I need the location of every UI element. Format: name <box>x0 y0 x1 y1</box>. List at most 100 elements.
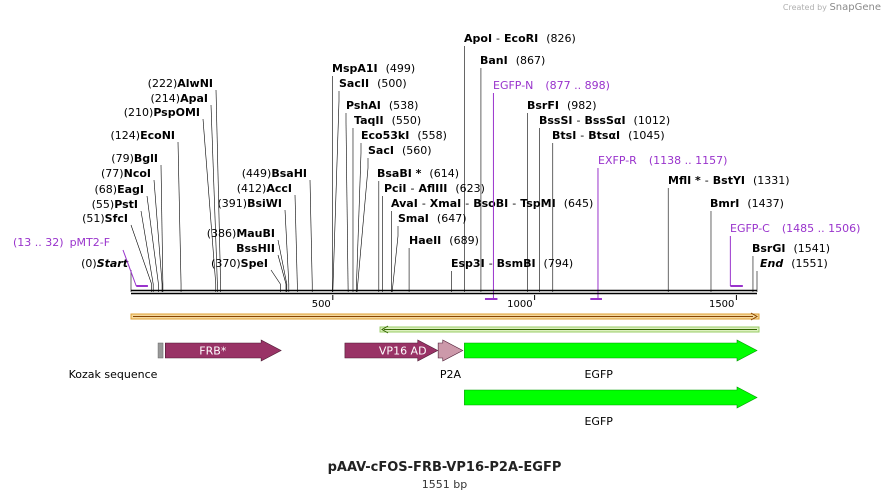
site-sfci-position: (51) <box>82 212 105 225</box>
site-end-label: End (1551) <box>760 257 828 270</box>
feature-vp16-ad: VP16 AD <box>344 339 439 362</box>
site-bani-name-0: BanI <box>480 54 508 67</box>
site-spei-position: (370) <box>211 257 241 270</box>
site-sfci-label: (51)SfcI <box>82 212 128 225</box>
site-eco53ki-position: (558) <box>417 129 447 142</box>
site-saci-label: SacI(560) <box>368 144 432 157</box>
site-pcii-afliii-label: PciI-AflIII(623) <box>384 182 485 195</box>
site-pshai-name-0: PshAI <box>346 99 381 112</box>
site-smai-label: SmaI(647) <box>398 212 467 225</box>
site-mfli-bstyi-label: MflI *-BstYI(1331) <box>668 174 790 187</box>
site-lines <box>130 46 758 293</box>
site-esp3i-bsmbi-position: (794) <box>544 257 574 270</box>
site-sacii: SacII(500) <box>339 77 407 90</box>
snapgene-logo-text: SnapGene <box>829 2 881 13</box>
site-maubi-label: (386)MauBI <box>207 227 275 240</box>
site-mspa1i: MspA1I(499) <box>332 62 415 75</box>
site-start-position: (0) <box>81 257 97 270</box>
site-apoi-ecori-label: ApoI-EcoRI(826) <box>464 32 576 45</box>
orf-reverse-arrowhead <box>381 325 389 334</box>
site-spei: (370)SpeI <box>211 257 268 270</box>
site-bsssi-bsss-i-label: BssSI-BssSαI(1012) <box>539 114 670 127</box>
site-eagi-leader <box>146 195 159 285</box>
feature-vp16-ad-label: VP16 AD <box>379 345 427 358</box>
site-pshai-label: PshAI (538) <box>346 99 418 112</box>
site-esp3i-bsmbi-label: Esp3I-BsmBI(794) <box>451 257 573 270</box>
site-pspomi-position: (210) <box>124 106 154 119</box>
feature-p2a-arrow <box>437 339 464 362</box>
site-avai-xmai-bsobi-tspmi-name-0: AvaI <box>391 197 418 210</box>
feature-frb: FRB* <box>165 339 282 362</box>
site-sacii-label: SacII(500) <box>339 77 407 90</box>
site-bsabi: BsaBI *(614) <box>377 167 459 180</box>
site-bsrgi-position: (1541) <box>793 242 830 255</box>
site-end-position: (1551) <box>791 257 828 270</box>
site-sacii-name-0: SacII <box>339 77 369 90</box>
site-taqii: TaqII(550) <box>354 114 421 127</box>
site-bsahi-leader <box>309 179 313 285</box>
feature-frb-arrow <box>165 339 282 362</box>
site-spei-label: (370)SpeI <box>211 257 268 270</box>
site-mfli-bstyi-position: (1331) <box>753 174 790 187</box>
site-bsiwi-label: (391)BsiWI <box>217 197 282 210</box>
site-alwni-position: (222) <box>148 77 178 90</box>
site-avai-xmai-bsobi-tspmi-label: AvaI-XmaI-BsoBI-TspMI(645) <box>391 197 593 210</box>
site-bsiwi-name: BsiWI <box>247 197 282 210</box>
site-ncoi-name: NcoI <box>124 167 151 180</box>
site-taqii-label: TaqII(550) <box>354 114 421 127</box>
site-ncoi-leader <box>153 179 163 285</box>
site-alwni-leader <box>215 89 221 285</box>
site-smai: SmaI(647) <box>398 212 467 225</box>
site-avai-xmai-bsobi-tspmi: AvaI-XmaI-BsoBI-TspMI(645) <box>391 197 593 210</box>
site-bsrfi-label: BsrFI(982) <box>527 99 597 112</box>
site-start-name: Start <box>97 257 129 270</box>
site-apai-leader <box>210 104 218 285</box>
site-bmri-label: BmrI(1437) <box>710 197 784 210</box>
site-apoi-ecori-position: (826) <box>546 32 576 45</box>
site-eagi: (68)EagI <box>95 183 145 196</box>
plasmid-length: 1551 bp <box>421 478 468 491</box>
site-pshai: PshAI (538) <box>346 99 418 112</box>
site-sacii-leader <box>332 100 340 293</box>
site-mfli-bstyi-name-1: BstYI <box>713 174 745 187</box>
site-apai-label: (214)ApaI <box>151 92 209 105</box>
site-bsrgi: BsrGI (1541) <box>752 242 830 255</box>
site-acci: (412)AccI <box>237 182 292 195</box>
site-haeii-name-0: HaeII <box>409 234 441 247</box>
site-bgli: (79)BglI <box>111 152 158 165</box>
site-pspomi: (210)PspOMI <box>124 106 200 119</box>
site-maubi: (386)MauBI <box>207 227 275 240</box>
site-bsabi-name-0: BsaBI * <box>377 167 422 180</box>
site-haeii: HaeII (689) <box>409 234 479 247</box>
orf-forward-arrowhead <box>750 312 758 321</box>
site-alwni-name: AlwNI <box>177 77 213 90</box>
site-bgli-label: (79)BglI <box>111 152 158 165</box>
primer-exfp-r: EXFP-R(1138 .. 1157) <box>590 154 727 300</box>
primer-pmt2-f-name: pMT2-F <box>70 236 111 249</box>
site-bsrgi-label: BsrGI (1541) <box>752 242 830 255</box>
site-btsi-bts-i-label: BtsI-BtsαI(1045) <box>552 129 665 142</box>
site-end-name-0: End <box>760 257 783 270</box>
site-ncoi-position: (77) <box>101 167 124 180</box>
site-mfli-bstyi-name-0: MflI * <box>668 174 701 187</box>
site-esp3i-bsmbi-name-0: Esp3I <box>451 257 485 270</box>
site-end: End (1551) <box>760 257 828 270</box>
feature-egfp-arrow <box>464 339 758 362</box>
site-acci-position: (412) <box>237 182 267 195</box>
site-bsrgi-name-0: BsrGI <box>752 242 785 255</box>
site-start-label: (0)Start <box>81 257 129 270</box>
site-pshai-position: (538) <box>389 99 419 112</box>
site-bsiwi: (391)BsiWI <box>217 197 282 210</box>
site-haeii-position: (689) <box>449 234 479 247</box>
feature-egfp-row2: EGFP <box>464 386 758 428</box>
site-pcii-afliii-position: (623) <box>455 182 485 195</box>
site-apoi-ecori-name-0: ApoI <box>464 32 492 45</box>
site-pshai-leader <box>345 122 349 293</box>
site-bmri-position: (1437) <box>747 197 784 210</box>
site-labels: (0)Start(51)SfcI(55)PstI(68)EagI(77)NcoI… <box>81 32 830 270</box>
site-bani: BanI(867) <box>480 54 545 67</box>
site-smai-name-0: SmaI <box>398 212 429 225</box>
feature-egfp-label: EGFP <box>584 368 613 381</box>
